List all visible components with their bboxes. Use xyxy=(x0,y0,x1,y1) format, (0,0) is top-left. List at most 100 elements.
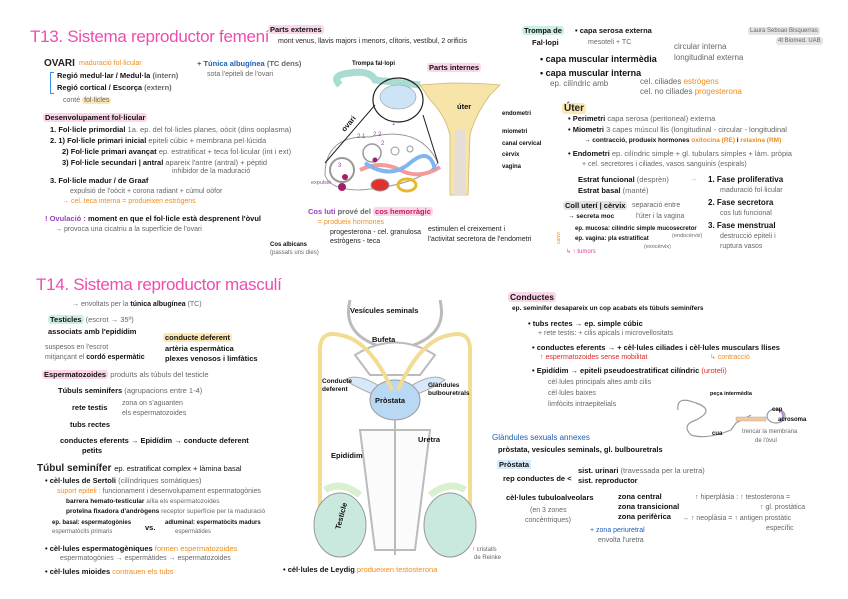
t: Coll uterí | cèrvix xyxy=(563,201,628,210)
t: • Epidídim → epiteli pseudoestratificat … xyxy=(532,366,700,375)
text: • conductes eferents → + cèl·lules cilia… xyxy=(532,343,780,352)
text: Espermatozoides produïts als túbuls del … xyxy=(42,370,209,379)
text: petits xyxy=(82,446,103,455)
t: Pròstata xyxy=(497,460,532,469)
text: • Endometri ep. cilíndric simple + gl. t… xyxy=(568,150,792,158)
text: cèl·lules tubuloalveolars xyxy=(506,493,594,502)
t: Estrat funcional xyxy=(578,175,635,184)
parts-externes-text: mont venus, llavis majors i menors, clít… xyxy=(278,38,468,45)
prostata-heading: Pròstata xyxy=(497,460,532,469)
text: suspesos en l'escrot xyxy=(45,344,109,351)
text: Túbul seminífer ep. estratificat complex… xyxy=(37,463,242,474)
text: envolta l'uretra xyxy=(598,537,644,544)
t: barrera hemato-testicular xyxy=(66,498,145,505)
text: ↑ espermatozoides sense mobilitat xyxy=(540,354,648,361)
text: → envoltats per la túnica albugínea (TC) xyxy=(72,301,202,309)
t: Desenvolupament fol·licular xyxy=(43,113,148,122)
label-n: 3 xyxy=(338,163,342,169)
text: sist. reproductor xyxy=(578,476,638,485)
text: • Perimetri capa serosa (peritoneal) ext… xyxy=(568,115,715,123)
text: sota l'epiteli de l'ovari xyxy=(207,71,274,78)
text: destrucció epiteli i xyxy=(720,233,776,240)
t: 2. 1) Fol·licle primari inicial xyxy=(50,136,147,145)
text: ep. mucosa: cilíndric simple mucosecreto… xyxy=(575,226,697,232)
t: ep. cilíndric simple + gl. tubulars simp… xyxy=(611,149,792,158)
t: rep conductes de xyxy=(503,474,566,483)
text: ↑ cristalls xyxy=(472,547,497,553)
t: receptor superfície per la maduració xyxy=(161,508,266,515)
t: (desprèn) xyxy=(636,175,669,184)
text: (exocèrvix) xyxy=(644,244,671,250)
t: Parts internes xyxy=(427,63,482,72)
text: progesterona - cel. granulosa xyxy=(330,229,422,236)
t: progesterona xyxy=(694,87,742,96)
label-n: 1 xyxy=(392,121,396,127)
text: tubs rectes xyxy=(70,420,111,429)
text: l'activitat secretora de l'endometri xyxy=(428,236,532,243)
text: + cel. secretores i ciliades, vasos sang… xyxy=(582,161,747,168)
label-expulsio: expulsió xyxy=(311,180,332,186)
t: Regió cortical / Escorça xyxy=(57,83,143,92)
text: 3) Fol·licle secundari | antral apareix … xyxy=(62,159,267,167)
t: conté xyxy=(63,97,81,104)
text: artèria espermàtica xyxy=(165,344,234,353)
text: • Epidídim → epiteli pseudoestratificat … xyxy=(532,367,727,375)
text: espermatòcits primaris xyxy=(52,529,113,535)
t: conducte deferent xyxy=(163,333,233,342)
text: • capa serosa externa xyxy=(575,26,652,35)
label-uretra: Uretra xyxy=(418,435,441,444)
text: → contracció, produeix hormones oxitocin… xyxy=(584,137,781,145)
text: 3. Fol·licle madur / de Graaf xyxy=(50,176,149,185)
text: zona on s'aguanten xyxy=(122,400,183,407)
text: ↳ ↑ tumors xyxy=(566,249,596,255)
text: vs. xyxy=(145,523,156,532)
t: 2) Fol·licle primari avançat xyxy=(62,147,157,156)
conductes-heading: Conductes xyxy=(508,292,556,302)
t: • Miometri xyxy=(568,125,604,134)
t: capa serosa (peritoneal) externa xyxy=(607,114,716,123)
text: estrògens - teca xyxy=(330,238,381,245)
t: cel. ciliades xyxy=(640,77,682,86)
label-n: 2.2 xyxy=(373,132,382,138)
t: 1a. ep. del fol·licles planes, oòcit (di… xyxy=(127,125,292,134)
text: expulsió de l'oòcit + corona radiant + c… xyxy=(70,188,223,195)
author-note-2: 4t Biomed. UAB xyxy=(776,37,823,45)
t: moment en que el fol·licle està desprene… xyxy=(87,214,262,223)
label-uter: úter xyxy=(457,102,472,111)
text: (passats uns dies) xyxy=(270,250,319,256)
bracket xyxy=(50,72,54,94)
label-n: 2 xyxy=(381,141,385,147)
label: Parts externes xyxy=(268,25,324,34)
text: Regió cortical / Escorça (extern) xyxy=(57,84,172,92)
arrow: → xyxy=(690,176,697,183)
t: Conductes xyxy=(508,292,556,302)
t: 3) Fol·licle secundari | antral xyxy=(62,158,164,167)
text: associats amb l'epidídim xyxy=(48,327,137,336)
t: (cilíndriques somàtiques) xyxy=(118,476,202,485)
t: mitjançant el xyxy=(45,354,85,361)
t: + Túnica albugínea xyxy=(197,59,265,68)
t: (uroteli) xyxy=(701,366,727,375)
t: aïlla els espermatozoides xyxy=(146,498,220,505)
page-title-female: T13. Sistema reproductor femení xyxy=(30,27,270,46)
text: • cèl·lules espermatogèniques formen esp… xyxy=(45,545,237,553)
t: Cos luti xyxy=(308,207,336,216)
text: → ↑ neoplàsia = ↑ antigen prostàtic xyxy=(682,515,792,522)
t: (extern) xyxy=(144,83,172,92)
trompa-heading: Trompa de xyxy=(522,26,564,35)
text: • cèl·lules de Sertoli (cilíndriques som… xyxy=(45,477,201,485)
text: • Miometri 3 capes múscul llis (longitud… xyxy=(568,126,787,134)
text: de Reinke xyxy=(474,555,502,561)
text: rep conductes de < xyxy=(503,474,572,483)
t: Trompa de xyxy=(522,26,564,35)
text: ep. basal: espermatogònies xyxy=(52,520,132,526)
text: trencar la membrana xyxy=(742,429,798,435)
text: Coll uterí | cèrvix xyxy=(563,201,628,210)
text: suport epiteli : funcionament i desenvol… xyxy=(57,488,261,496)
parts-externes-heading: Parts externes xyxy=(268,25,324,34)
t: ep. estratificat complex + làmina basal xyxy=(114,464,242,473)
text: de l'òvul xyxy=(755,438,777,444)
text: → provoca una cicatriu a la superfície d… xyxy=(55,226,202,233)
text: • tubs rectes → ep. simple cúbic xyxy=(528,319,643,328)
text: 1. Fase proliferativa xyxy=(708,175,784,184)
